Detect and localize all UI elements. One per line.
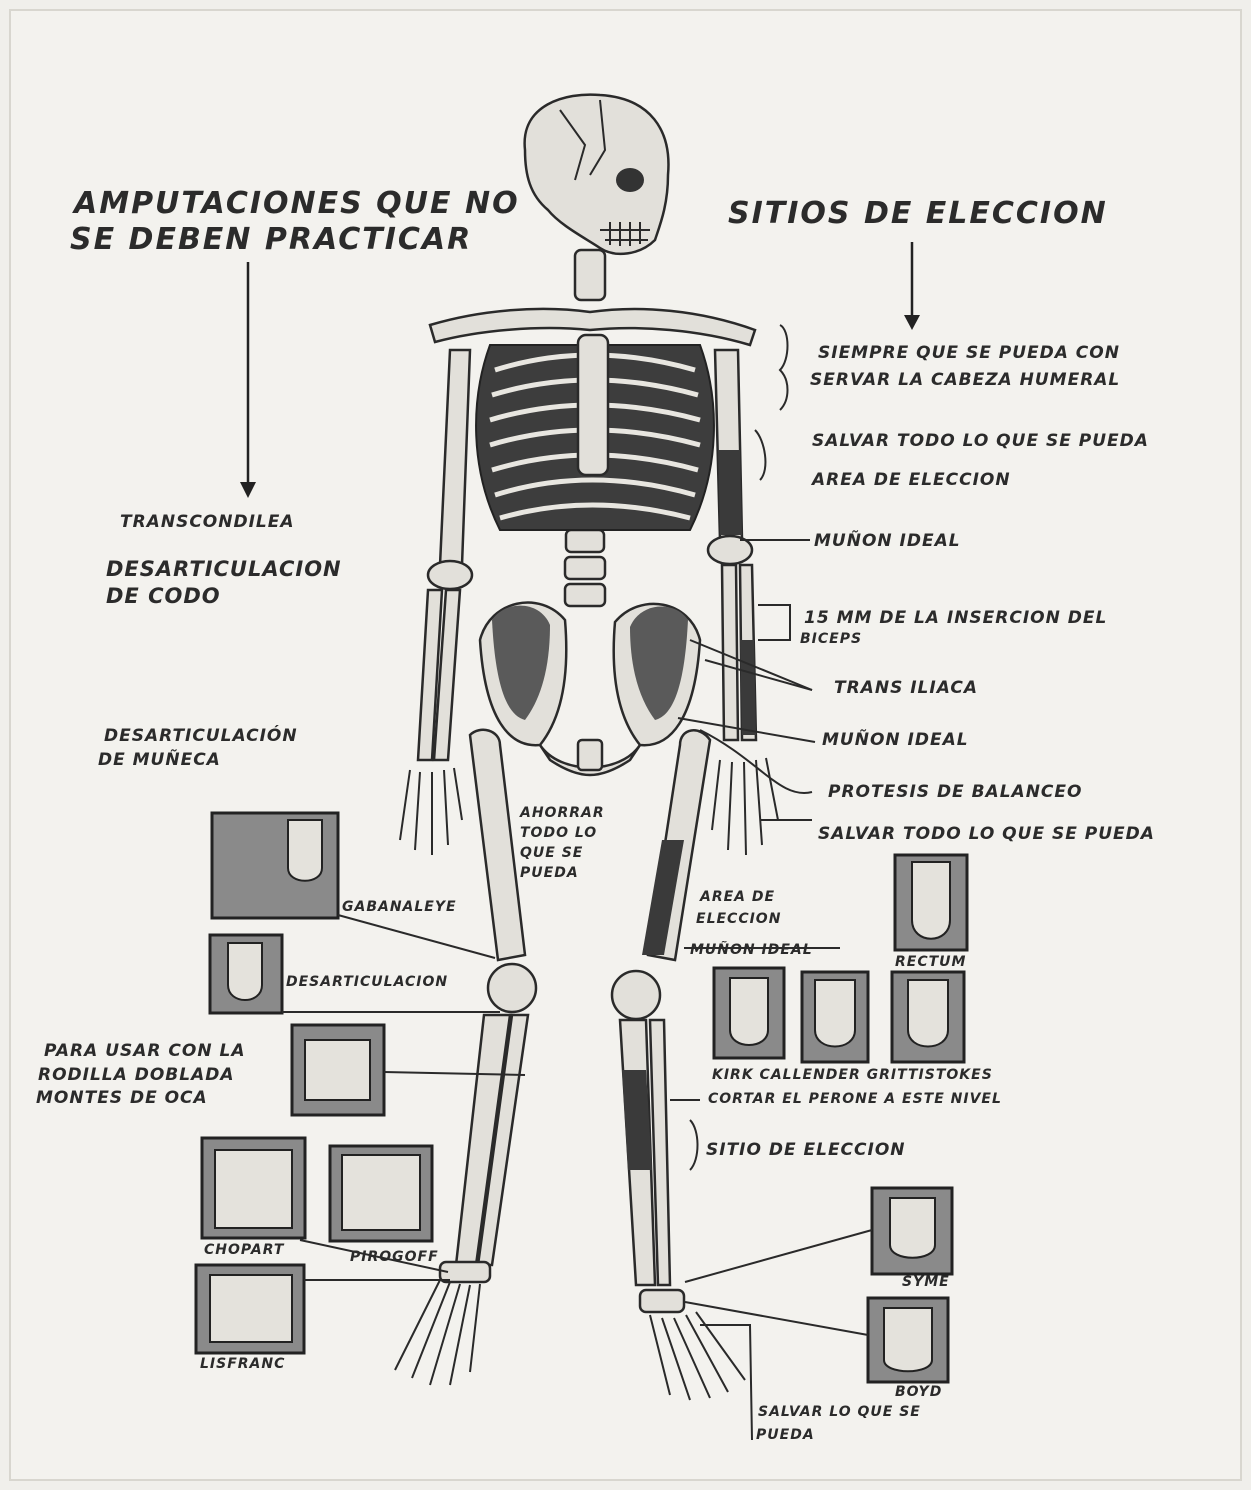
label-rectum: RECTUM bbox=[895, 955, 966, 970]
label-rodilla-2: RODILLA DOBLADA bbox=[38, 1067, 235, 1085]
label-salvar-3-2: PUEDA bbox=[756, 1428, 815, 1443]
label-gabanaleye: GABANALEYE bbox=[342, 900, 457, 915]
label-protesis: PROTESIS DE BALANCEO bbox=[828, 784, 1082, 802]
label-trans-iliaca: TRANS ILIACA bbox=[834, 680, 978, 698]
label-desart-muneca-2: DE MUÑECA bbox=[98, 752, 221, 770]
label-boyd: BOYD bbox=[895, 1385, 942, 1400]
label-rodilla-3: MONTES DE OCA bbox=[36, 1090, 208, 1108]
label-area-2-1: AREA DE bbox=[700, 890, 775, 905]
label-salvar-2: SALVAR TODO LO QUE SE PUEDA bbox=[818, 826, 1155, 844]
label-cabeza-2: SERVAR LA CABEZA HUMERAL bbox=[810, 372, 1120, 390]
label-lisfranc: LISFRANC bbox=[200, 1357, 285, 1372]
label-biceps-1: 15 mm DE LA INSERCION DEL bbox=[804, 610, 1107, 628]
label-rodilla-1: PARA USAR CON LA bbox=[44, 1043, 246, 1061]
label-area-1: AREA DE ELECCION bbox=[812, 472, 1011, 490]
label-desart-muneca-1: DESARTICULACIÓN bbox=[104, 728, 298, 746]
label-ahorrar-1: AHORRAR bbox=[520, 806, 605, 821]
left-heading-line1: AMPUTACIONES QUE NO bbox=[74, 188, 520, 220]
label-ahorrar-4: PUEDA bbox=[520, 866, 579, 881]
label-salvar-3-1: SALVAR LO QUE SE bbox=[758, 1405, 921, 1420]
label-munon-3: MUÑON IDEAL bbox=[690, 943, 813, 958]
label-ahorrar-2: TODO LO bbox=[520, 826, 597, 841]
label-munon-1: MUÑON IDEAL bbox=[814, 533, 961, 551]
label-perone: CORTAR EL PERONE A ESTE NIVEL bbox=[708, 1092, 1002, 1107]
left-heading-line2: SE DEBEN PRACTICAR bbox=[70, 224, 472, 256]
label-knee-methods: KIRK CALLENDER GRITTISTOKES bbox=[712, 1068, 993, 1083]
right-heading: SITIOS DE ELECCION bbox=[728, 198, 1108, 230]
label-desart-codo-1: DESARTICULACION bbox=[106, 558, 342, 580]
label-cabeza-1: SIEMPRE QUE SE PUEDA CON bbox=[818, 345, 1120, 363]
label-chopart: CHOPART bbox=[204, 1243, 284, 1258]
label-transcondilea: TRANSCONDILEA bbox=[120, 514, 295, 532]
label-area-2-2: ELECCION bbox=[696, 912, 781, 927]
label-munon-2: MUÑON IDEAL bbox=[822, 732, 969, 750]
label-salvar-1: SALVAR TODO LO QUE SE PUEDA bbox=[812, 433, 1149, 451]
label-ahorrar-3: QUE SE bbox=[520, 846, 583, 861]
label-desarticulacion: DESARTICULACION bbox=[286, 975, 448, 990]
label-syme: SYME bbox=[902, 1275, 950, 1290]
label-desart-codo-2: DE CODO bbox=[106, 585, 221, 607]
label-biceps-2: BICEPS bbox=[800, 632, 862, 647]
label-pirogoff: PIROGOFF bbox=[350, 1250, 439, 1265]
label-sitio: SITIO DE ELECCION bbox=[706, 1142, 906, 1160]
